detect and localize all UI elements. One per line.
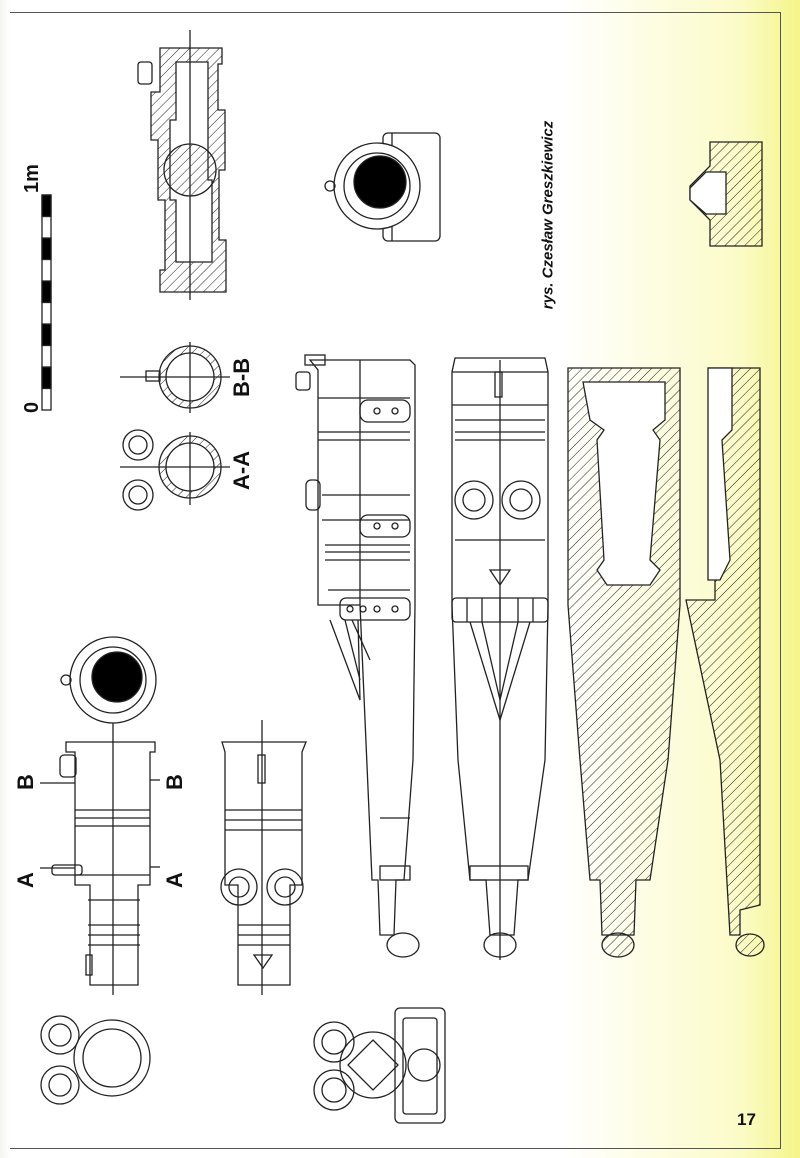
page-border xyxy=(10,12,781,1149)
small-cannon-side-view xyxy=(40,720,160,995)
section-a-a-view xyxy=(120,429,230,511)
section-b-b-view xyxy=(120,342,230,413)
cannon-half-section-4 xyxy=(685,367,765,957)
cannon-top-view-2 xyxy=(451,357,549,960)
breech-end-view-rings xyxy=(40,1015,151,1105)
scale-bar xyxy=(41,194,52,411)
cannon-side-view-1 xyxy=(295,354,420,958)
author-credit: rys. Czesław Greszkiewicz xyxy=(539,120,557,310)
cut-marker-a-left: A xyxy=(13,872,38,888)
scale-start-label: 0 xyxy=(21,402,43,413)
page-number: 17 xyxy=(737,1110,756,1129)
cut-marker-b-right: B xyxy=(162,774,187,790)
longitudinal-section-small xyxy=(137,30,227,300)
cut-marker-a-right: A xyxy=(162,872,187,888)
cut-marker-b-left: B xyxy=(13,774,38,790)
scale-end-label: 1m xyxy=(21,164,43,193)
section-label-b-b: B-B xyxy=(229,358,254,397)
muzzle-end-view-top xyxy=(324,132,441,242)
muzzle-end-view-middle xyxy=(60,636,157,724)
section-label-a-a: A-A xyxy=(229,451,254,490)
cannon-longitudinal-section-3 xyxy=(567,367,681,958)
section-detail-fragment xyxy=(689,141,763,247)
small-cannon-top-view xyxy=(220,720,307,995)
rear-end-view xyxy=(313,1007,446,1124)
